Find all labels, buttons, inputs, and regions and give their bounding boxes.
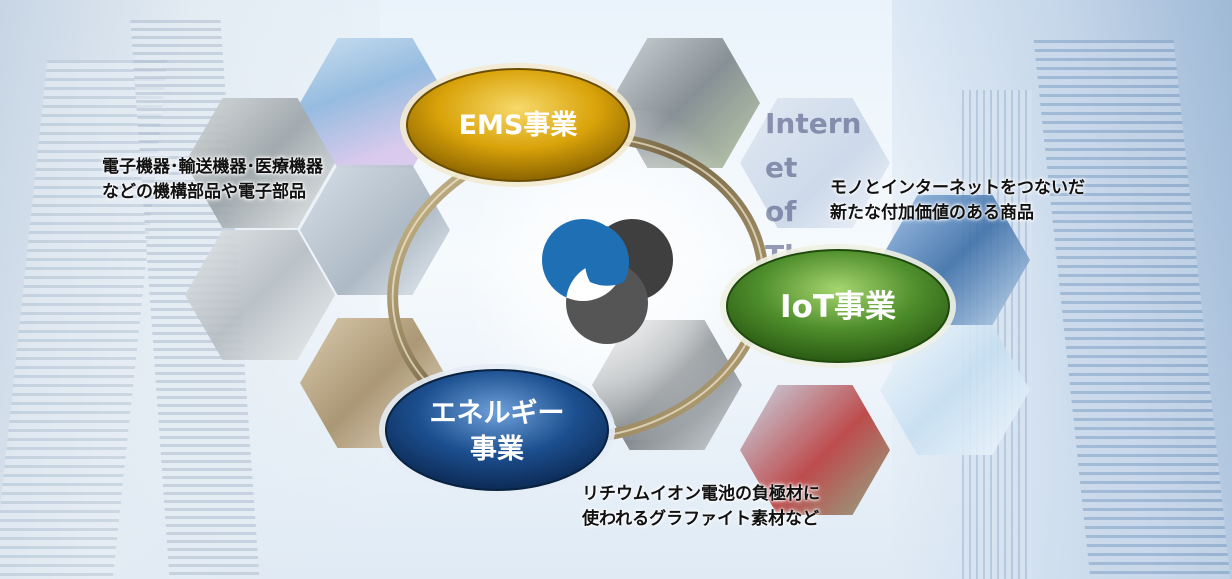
energy-description-line1: リチウムイオン電池の負極材に — [582, 484, 820, 504]
energy-description-line2: 使われるグラファイト素材など — [582, 509, 820, 529]
ems-node: EMS事業 — [400, 63, 636, 187]
iot-label: IoT事業 — [780, 289, 896, 325]
iot-node: IoT事業 — [720, 244, 956, 368]
iot-background-word: Intern et of Th — [765, 107, 862, 272]
logo-center — [584, 226, 630, 286]
energy-label-line2: 事業 — [470, 434, 524, 465]
iot-description: モノとインターネットをつないだ 新たな付加価値のある商品 — [830, 176, 1085, 226]
ems-description: 電子機器･輸送機器･医療機器 などの機構部品や電子部品 — [102, 155, 323, 205]
iot-description-line1: モノとインターネットをつないだ — [830, 178, 1085, 198]
energy-label-line1: エネルギー — [430, 398, 565, 429]
ems-label: EMS事業 — [459, 110, 578, 141]
ems-description-line2: などの機構部品や電子部品 — [102, 182, 306, 202]
iot-description-line2: 新たな付加価値のある商品 — [830, 203, 1034, 223]
ems-description-line1: 電子機器･輸送機器･医療機器 — [102, 157, 323, 177]
energy-node: エネルギー 事業 — [379, 364, 615, 496]
energy-description: リチウムイオン電池の負極材に 使われるグラファイト素材など — [582, 482, 820, 532]
company-logo — [542, 219, 673, 344]
